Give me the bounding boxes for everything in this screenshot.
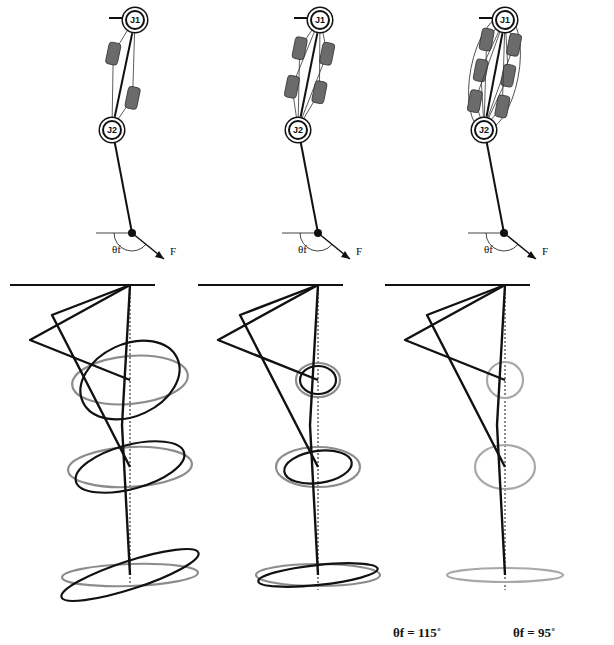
ground-stub	[109, 17, 123, 19]
angle-label: θf	[298, 244, 307, 255]
ground-stub	[294, 17, 308, 19]
force-label: F	[356, 246, 362, 257]
joint-circle: J1	[125, 10, 145, 30]
joint-label: J2	[293, 126, 303, 135]
arm-panel	[10, 18, 203, 611]
force-arrow	[318, 233, 350, 259]
arm-configuration	[405, 285, 505, 380]
force-label: F	[170, 246, 176, 257]
arrow-head	[527, 251, 536, 259]
muscle-outline	[460, 12, 529, 135]
arm-configuration	[310, 285, 318, 575]
arm-configuration	[497, 285, 505, 575]
joint-label: J1	[315, 16, 325, 25]
tendon-line	[502, 18, 505, 106]
angle-label: θf	[484, 244, 493, 255]
muscle-symbol	[124, 86, 140, 110]
joint-circle: J2	[102, 120, 122, 140]
muscle-symbol	[467, 89, 483, 113]
condition-label: θf = 95˚	[513, 626, 555, 639]
joint-circle: J2	[474, 120, 494, 140]
forearm-link	[298, 128, 318, 233]
muscle-symbol	[105, 42, 121, 66]
muscle-symbol	[311, 80, 327, 104]
arm-configuration	[52, 285, 130, 467]
force-arrow	[132, 233, 164, 259]
vertical-reference	[318, 285, 319, 590]
joint-circle: J1	[495, 10, 515, 30]
upper-arm-link	[115, 33, 132, 117]
joint-label: J1	[130, 16, 140, 25]
upper-arm-link	[301, 33, 318, 117]
ground-line	[385, 284, 530, 286]
muscle-symbol	[494, 94, 510, 118]
arrow-head	[155, 251, 164, 259]
arrow-head	[341, 251, 350, 259]
tendon-line	[298, 48, 300, 128]
force-arrow	[504, 233, 536, 259]
arm-configuration	[427, 285, 505, 467]
ground-line	[198, 284, 343, 286]
arm-configuration	[122, 285, 130, 575]
joint-label: J1	[500, 16, 510, 25]
force-label: F	[542, 246, 548, 257]
vertical-reference	[505, 285, 506, 590]
vertical-reference	[130, 285, 131, 590]
arm-configuration	[240, 285, 318, 467]
arm-configuration	[30, 285, 130, 380]
muscle-symbol	[284, 75, 300, 99]
joint-label: J2	[107, 126, 117, 135]
muscle-symbol	[506, 33, 522, 57]
joint-circle: J2	[288, 120, 308, 140]
muscle-symbol	[319, 42, 335, 66]
muscle-symbol	[479, 28, 495, 52]
ground-line	[10, 284, 155, 286]
joint-label: J2	[479, 126, 489, 135]
arm-configuration	[218, 285, 318, 380]
angle-label: θf	[112, 244, 121, 255]
arm-panel	[198, 18, 380, 591]
upper-arm-link	[487, 33, 503, 116]
forearm-link	[112, 128, 132, 233]
forearm-link	[484, 128, 504, 233]
joint-circle: J1	[310, 10, 330, 30]
condition-label: θf = 115˚	[393, 626, 441, 639]
ground-stub	[479, 17, 493, 19]
tendon-line	[298, 54, 327, 128]
arm-panel	[385, 12, 563, 590]
tendon-line	[475, 18, 505, 101]
muscle-symbol	[292, 36, 308, 60]
